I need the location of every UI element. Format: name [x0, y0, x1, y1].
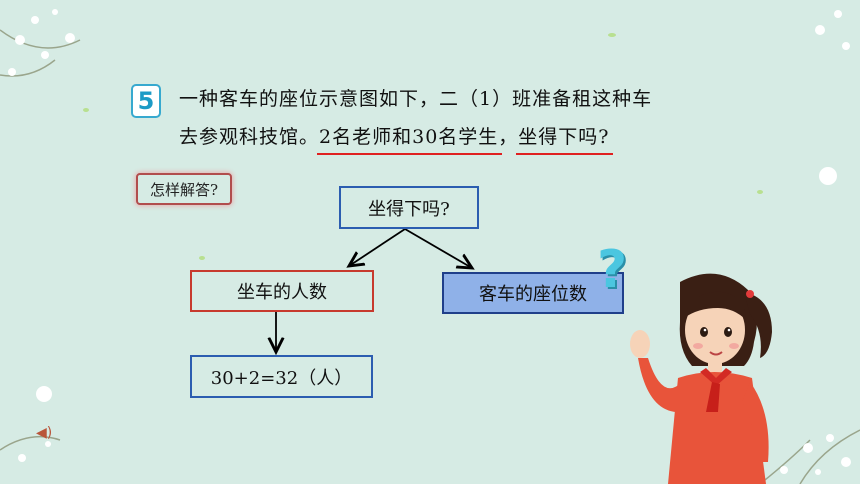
arrow-to-right-box [404, 228, 472, 268]
question-mark-icon: ? [597, 240, 628, 300]
problem-text-line1: 一种客车的座位示意图如下，二（1）班准备租这种车 [179, 88, 653, 110]
problem-text-prefix: 去参观科技馆。 [179, 126, 320, 148]
speaker-icon[interactable]: ◀) [36, 425, 53, 441]
question-box: 坐得下吗? [339, 186, 479, 229]
girl-illustration [630, 273, 772, 484]
underlined-question: 坐得下吗? [516, 122, 614, 155]
problem-text-line2: 去参观科技馆。2名老师和30名学生，坐得下吗? [179, 122, 614, 155]
seat-count-box: 客车的座位数 [442, 272, 624, 314]
calculation-box: 30+2=32（人） [190, 355, 373, 398]
comma: ， [498, 126, 519, 148]
passenger-count-box: 坐车的人数 [190, 270, 374, 312]
arrow-to-left-box [349, 228, 406, 266]
how-to-solve-button[interactable]: 怎样解答? [136, 173, 232, 205]
problem-number-badge: 5 [131, 84, 161, 118]
underlined-condition: 2名老师和30名学生 [317, 122, 503, 155]
